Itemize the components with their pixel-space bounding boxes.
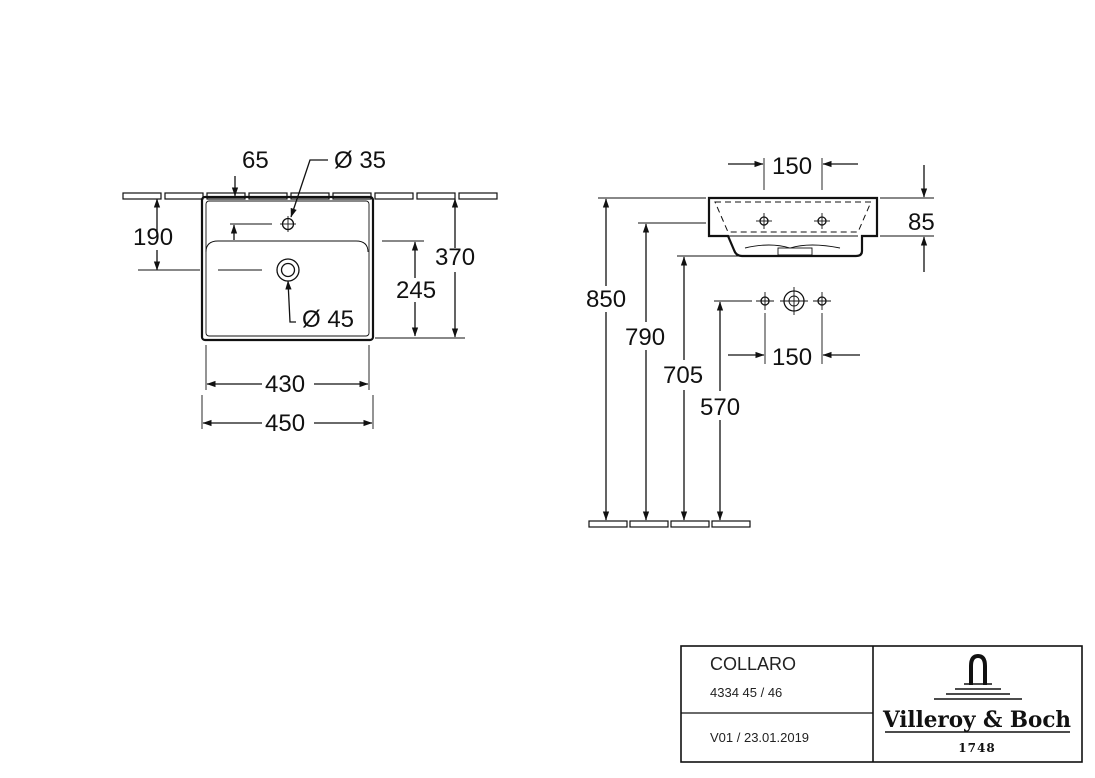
tap-hole <box>230 216 296 232</box>
dim-hole-depth: 190 <box>133 224 173 251</box>
product-name: COLLARO <box>710 654 796 674</box>
dim-tap-hole: Ø 35 <box>334 147 386 174</box>
version-date: V01 / 23.01.2019 <box>710 730 809 745</box>
dim-tap-offset: 65 <box>242 147 269 174</box>
dim-height-570: 570 <box>700 394 740 421</box>
title-block: COLLARO 4334 45 / 46 V01 / 23.01.2019 Vi… <box>680 645 1083 763</box>
dim-tap-spacing-top: 150 <box>772 153 812 180</box>
basin-side-profile <box>707 196 879 258</box>
floor-line <box>588 520 751 528</box>
dim-height-705: 705 <box>663 362 703 389</box>
basin-outline <box>200 195 375 342</box>
dim-inner-width: 430 <box>265 371 305 398</box>
brand-name: Villeroy & Boch <box>882 707 1071 733</box>
dim-outer-width: 450 <box>265 410 305 437</box>
dim-height-rim: 850 <box>586 286 626 313</box>
brand-year: 1748 <box>958 741 995 755</box>
drain <box>218 258 300 282</box>
dim-connection-spacing: 150 <box>772 344 812 371</box>
front-view: 65 Ø 35 190 370 245 Ø 45 430 <box>122 147 498 437</box>
dim-inner-height: 245 <box>396 277 436 304</box>
article-number: 4334 45 / 46 <box>710 685 782 700</box>
brand-logo-icon <box>934 653 1022 700</box>
connection-points <box>714 287 831 315</box>
dim-height-790: 790 <box>625 324 665 351</box>
dim-bowl-depth: 85 <box>908 209 935 236</box>
dim-drain: Ø 45 <box>302 306 354 333</box>
side-view: 150 85 150 850 <box>586 153 935 528</box>
dim-total-height: 370 <box>435 244 475 271</box>
